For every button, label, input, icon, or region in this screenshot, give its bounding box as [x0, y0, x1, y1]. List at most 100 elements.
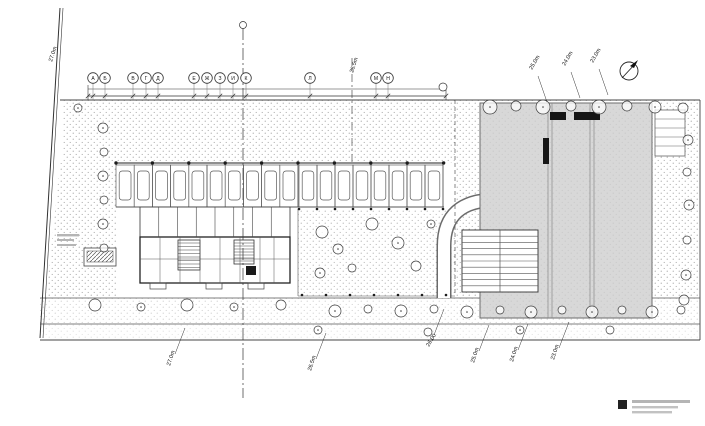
- dim-label-top-left: 27.0m: [48, 46, 59, 63]
- left-annotation-bar: [57, 239, 74, 241]
- dim-tick: [130, 93, 136, 99]
- grid-marker-circle: [127, 72, 139, 84]
- tree-center-dot: [400, 310, 402, 312]
- tree-center-dot: [102, 175, 104, 177]
- grid-marker-circle: [188, 72, 200, 84]
- column-dot: [441, 161, 446, 165]
- tree-center-dot: [688, 204, 690, 206]
- dim-tick-right-1: [443, 93, 449, 99]
- column-dot: [259, 161, 264, 165]
- building-partitions: [158, 207, 275, 283]
- grid-marker-label: Б: [103, 76, 107, 82]
- tree: [676, 305, 686, 315]
- dim-end-marker: [438, 82, 448, 92]
- column-dot: [324, 293, 328, 297]
- column-dots: [114, 161, 448, 297]
- car: [391, 170, 405, 201]
- column-dot: [420, 293, 424, 297]
- column-dot: [315, 207, 319, 211]
- tree-center-dot: [77, 107, 79, 109]
- tree-center-dot: [598, 106, 600, 108]
- column-dot: [396, 293, 400, 297]
- grid-marker-label: Г: [145, 76, 148, 82]
- dim-tick: [230, 93, 236, 99]
- ground-texture-lower-band: [40, 324, 700, 340]
- outdoor-stairs: [461, 229, 539, 293]
- car: [301, 170, 315, 201]
- tree-center-dot: [430, 223, 432, 225]
- dim-tick: [155, 93, 161, 99]
- tree: [495, 305, 505, 315]
- column-dot: [351, 207, 355, 211]
- leader-line: [537, 75, 548, 103]
- grid-marker-circle: [140, 72, 152, 84]
- dimension-label: 24.0m: [509, 346, 520, 363]
- tree: [363, 304, 373, 314]
- tree: [682, 235, 692, 245]
- north-arrow-head: [630, 60, 638, 68]
- car: [282, 170, 296, 201]
- grid-marker-label: Н: [386, 76, 390, 82]
- leader-line: [598, 68, 609, 96]
- column-dot: [372, 293, 376, 297]
- column-dot: [387, 207, 391, 211]
- grid-marker-circle: [240, 72, 252, 84]
- car: [155, 170, 168, 201]
- leader-line: [174, 327, 186, 355]
- car: [427, 170, 441, 201]
- car: [264, 170, 277, 201]
- tree-center-dot: [102, 127, 104, 129]
- grey-building-core-bar-1: [550, 112, 566, 120]
- tree: [557, 305, 567, 315]
- grid-marker-label: К: [245, 76, 248, 82]
- dim-tick: [385, 93, 391, 99]
- ground-texture-top-band: [62, 100, 455, 163]
- building-porch-2: [205, 282, 223, 290]
- tree-center-dot: [233, 306, 235, 308]
- tree-center-dot: [397, 242, 399, 244]
- car: [246, 170, 259, 201]
- dimension-label: 23.0m: [590, 47, 603, 64]
- annex-hatch: [86, 250, 114, 263]
- dim-tick-left-1: [85, 93, 91, 99]
- car: [373, 170, 387, 201]
- tree-center-dot: [319, 272, 321, 274]
- tree: [682, 167, 692, 177]
- tree-center-dot: [140, 306, 142, 308]
- tree: [275, 299, 287, 311]
- dimension-label: 25.0m: [529, 54, 542, 71]
- column-dot: [300, 293, 304, 297]
- tree-center-dot: [337, 248, 339, 250]
- tree-center-dot: [651, 311, 653, 313]
- grey-building-core-bar-3: [543, 138, 549, 164]
- building-porch-3: [247, 282, 265, 290]
- tree: [617, 305, 627, 315]
- grid-marker-circle: [227, 72, 239, 84]
- parking-rows: [115, 164, 444, 208]
- grid-marker-label: В: [131, 76, 135, 82]
- left-annotation-bar: [57, 234, 79, 237]
- grid-marker-circle: [214, 72, 226, 84]
- balcony-grid: [654, 109, 686, 157]
- centerline-top-marker: [239, 21, 247, 29]
- tree: [423, 327, 433, 337]
- tree-center-dot: [687, 139, 689, 141]
- car: [209, 170, 223, 201]
- column-dot: [332, 161, 337, 165]
- left-annotation-bar: [57, 244, 76, 246]
- dim-tick: [307, 93, 313, 99]
- tree: [88, 298, 102, 312]
- car: [118, 170, 132, 201]
- car: [137, 170, 150, 201]
- tree: [347, 263, 357, 273]
- tree: [429, 304, 439, 314]
- grid-marker-label: Л: [308, 76, 311, 82]
- grid-marker-label: Д: [156, 76, 160, 82]
- grid-marker-label: М: [374, 76, 378, 82]
- tree-center-dot: [102, 223, 104, 225]
- column-dot: [369, 161, 373, 165]
- dimension-label: 26.5m: [307, 355, 318, 372]
